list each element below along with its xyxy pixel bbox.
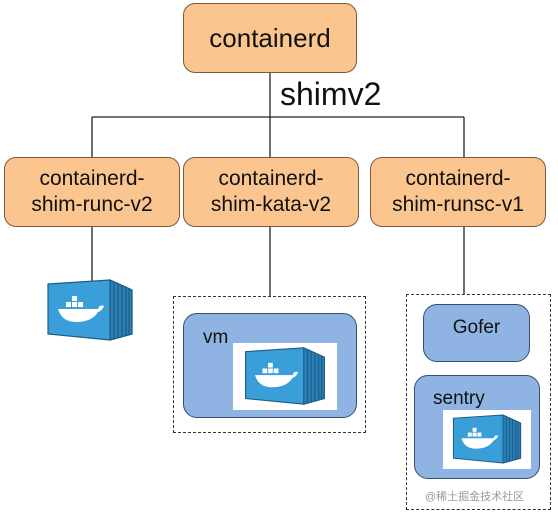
kata-group [173,296,366,433]
containerd-label: containerd [209,22,331,53]
docker-container-icon [452,414,522,464]
shimv2-label: shimv2 [280,76,382,112]
vm-label: vm [203,327,229,348]
shim-kata-label: containerd- shim-kata-v2 [210,166,332,216]
shim-runc-label: containerd- shim-runc-v2 [31,166,153,216]
shim-runsc-label: containerd- shim-runsc-v1 [392,166,524,216]
docker-container-icon [245,347,325,405]
gofer-box [423,304,530,362]
watermark: @稀土掘金技术社区 [425,491,525,503]
docker-container-icon [47,279,133,341]
gofer-label: Gofer [452,317,501,338]
shim-runc-node: containerd- shim-runc-v2 [4,157,180,227]
shim-kata-node: containerd- shim-kata-v2 [183,157,359,227]
sentry-label: sentry [433,388,485,409]
containerd-node: containerd [183,3,357,73]
runsc-group [406,294,551,510]
shim-runsc-node: containerd- shim-runsc-v1 [370,157,546,227]
